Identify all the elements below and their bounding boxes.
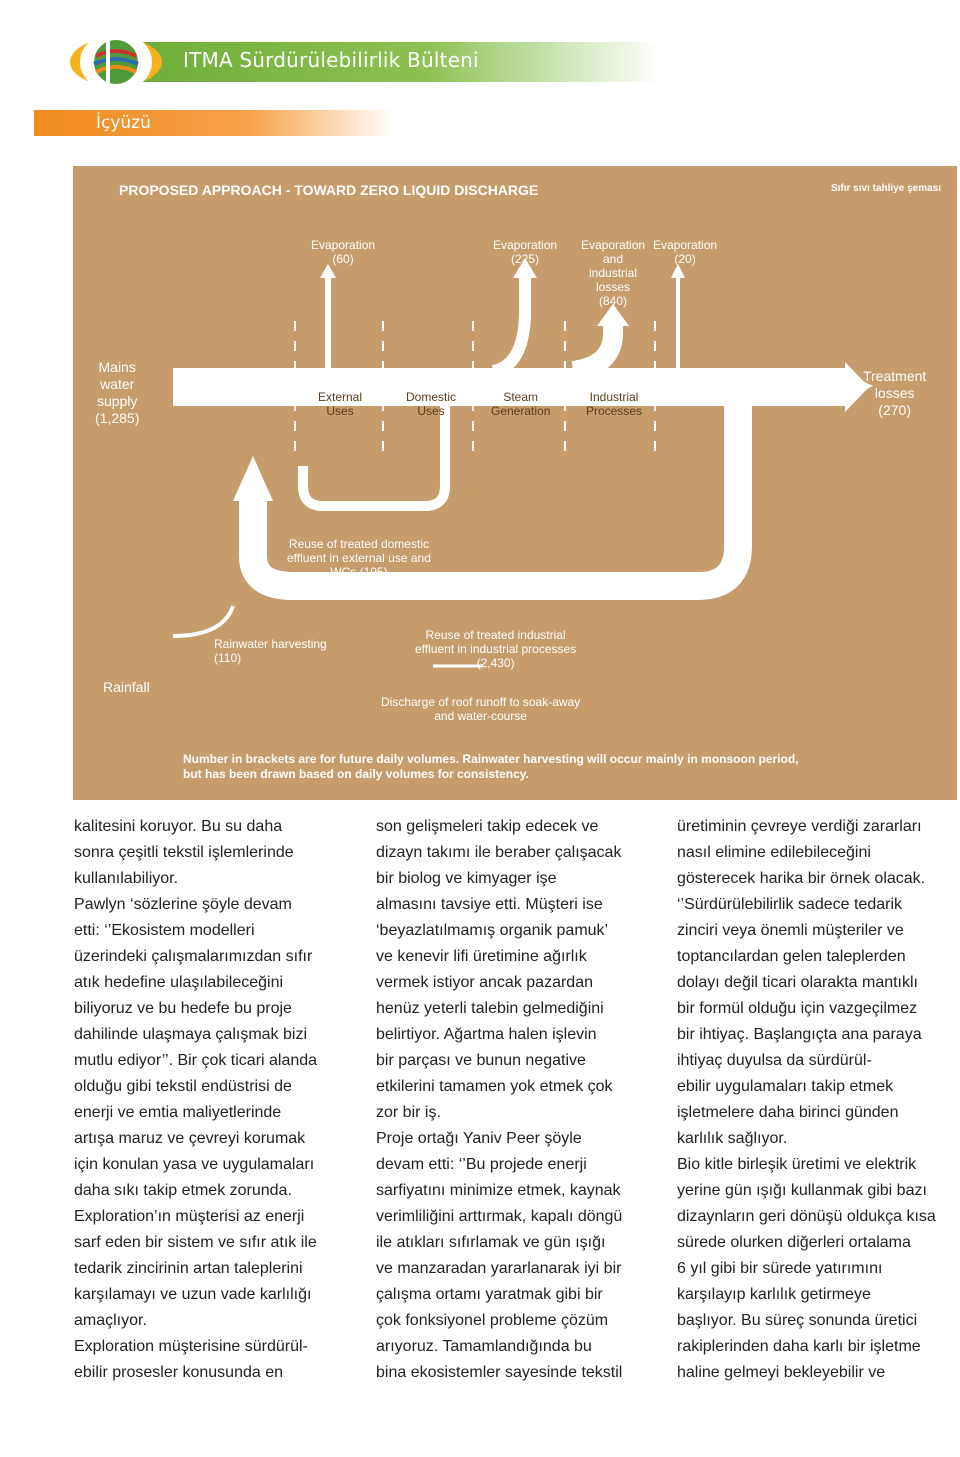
zero-liquid-discharge-diagram: PROPOSED APPROACH - TOWARD ZERO LIQUID D… xyxy=(73,166,957,800)
evap-60-label: Evaporation (60) xyxy=(311,238,376,266)
section-title: İçyüzü xyxy=(96,113,151,133)
diagram-footnote: Number in brackets are for future daily … xyxy=(183,752,799,781)
diagram-title: PROPOSED APPROACH - TOWARD ZERO LIQUID D… xyxy=(119,182,539,198)
stage-dividers xyxy=(294,321,656,456)
itma-logo-icon xyxy=(70,32,162,92)
text-column-3-content: üretiminin çevreye verdiği zararları nas… xyxy=(677,818,936,1381)
evap-225-arrow xyxy=(491,276,531,377)
reuse-industrial-label: Reuse of treated industrial effluent in … xyxy=(415,628,577,670)
evap-840-arrow xyxy=(571,326,623,381)
treatment-losses-label: Treatment losses (270) xyxy=(863,368,927,418)
header-title: ITMA Sürdürülebilirlik Bülteni xyxy=(183,48,479,72)
rainwater-arrow xyxy=(172,605,235,638)
text-column-1: kalitesini koruyor. Bu su daha sonra çeş… xyxy=(74,814,364,1386)
mains-label: Mains water supply (1,285) xyxy=(95,359,140,426)
text-column-3: üretiminin çevreye verdiği zararları nas… xyxy=(677,814,959,1386)
steam-generation-label: Steam Generation xyxy=(491,390,551,418)
evap-20-label: Evaporation (20) xyxy=(653,238,718,266)
industrial-reuse-loop xyxy=(239,406,752,600)
rainwater-label: Rainwater harvesting (110) xyxy=(214,637,327,665)
main-flow-band xyxy=(173,368,845,406)
diagram-caption: Sıfır sıvı tahliye şeması xyxy=(830,183,941,194)
text-column-2: son gelişmeleri takip edecek ve dizayn t… xyxy=(376,814,666,1386)
discharge-label: Discharge of roof runoff to soak-away an… xyxy=(381,695,581,723)
reuse-domestic-label: Reuse of treated domestic effluent in ex… xyxy=(287,537,431,579)
domestic-reuse-loop xyxy=(298,406,450,511)
evap-840-label: Evaporation and industrial losses (840) xyxy=(581,238,646,308)
external-uses-label: External Uses xyxy=(318,390,363,418)
evap-225-label: Evaporation (225) xyxy=(493,238,558,266)
reuse-arrowhead xyxy=(233,456,273,501)
flow-diagram-graphic xyxy=(172,258,873,668)
industrial-processes-label: Industrial Processes xyxy=(586,390,643,418)
treatment-arrowhead xyxy=(845,362,869,412)
text-column-1-content: kalitesini koruyor. Bu su daha sonra çeş… xyxy=(74,818,318,1381)
header-band xyxy=(140,42,660,82)
section-band xyxy=(34,110,394,136)
text-column-2-content: son gelişmeleri takip edecek ve dizayn t… xyxy=(376,818,623,1381)
domestic-uses-label: Domestic Uses xyxy=(406,390,457,418)
rainfall-label: Rainfall xyxy=(103,679,150,695)
